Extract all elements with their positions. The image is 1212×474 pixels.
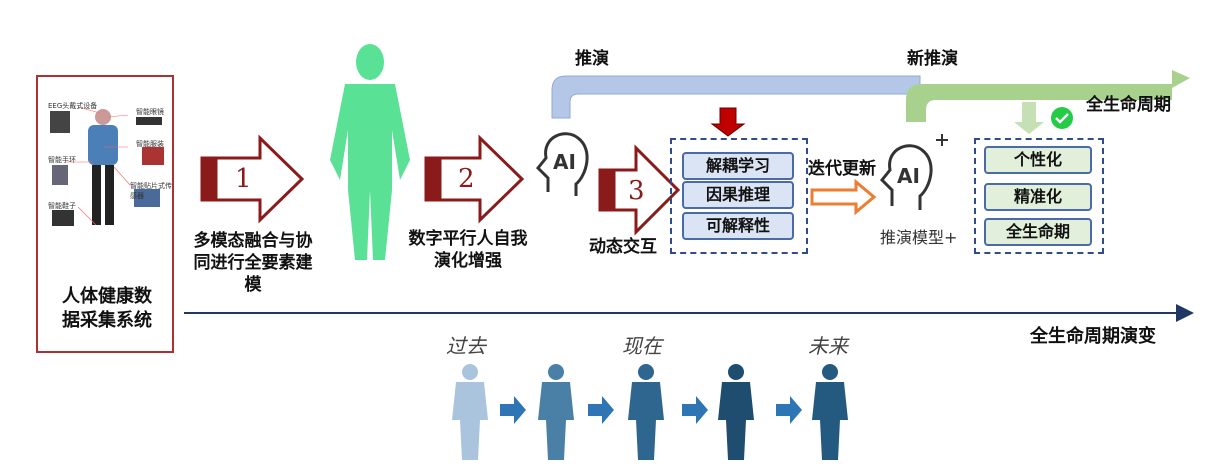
device-label: 智能贴片式传感器 — [130, 182, 172, 200]
timeline-label: 全生命周期演变 — [1030, 326, 1156, 347]
device-label: 智能服装 — [136, 140, 164, 148]
ai-head-icon — [535, 132, 589, 196]
device-label: 智能手环 — [48, 156, 76, 164]
step-number-3: 3 — [628, 176, 645, 206]
ai-plus-text: AI — [897, 164, 920, 188]
outcomes-box — [974, 138, 1104, 254]
step-arrow-3 — [598, 144, 681, 236]
step-arrow-2 — [424, 134, 525, 224]
person-with-devices-illustration — [50, 106, 164, 226]
panel-title: 人体健康数据采集系统 — [62, 286, 152, 331]
methods-box — [670, 138, 808, 254]
iterative-update-arrow — [810, 178, 877, 216]
new-deduction-label: 新推演 — [907, 49, 958, 69]
step-2-caption: 数字平行人自我演化增强 — [408, 229, 528, 271]
iterative-update-label: 迭代更新 — [808, 159, 876, 179]
step-number-2: 2 — [458, 164, 475, 194]
outcome-item: 全生命期 — [984, 218, 1092, 246]
device-label: 智能眼镜 — [136, 108, 164, 116]
down-arrow-green — [1014, 102, 1044, 134]
method-item: 解耦学习 — [682, 152, 794, 180]
evolution-figures — [452, 364, 848, 460]
device-label: 智能鞋子 — [48, 202, 76, 210]
step-arrow-1 — [200, 134, 305, 224]
timeline-arrow — [184, 304, 1194, 322]
method-item: 因果推理 — [682, 181, 794, 209]
down-arrow-red — [710, 107, 746, 137]
deduction-label: 推演 — [575, 49, 609, 69]
check-icon — [1051, 107, 1073, 129]
step-number-1: 1 — [235, 164, 252, 194]
step-3-caption: 动态交互 — [589, 237, 657, 257]
ai-text: AI — [553, 150, 576, 174]
model-label: 推演模型+ — [880, 228, 958, 247]
outcome-item: 个性化 — [984, 146, 1092, 174]
new-deduction-arrow — [906, 70, 1190, 122]
outcome-item: 精准化 — [984, 183, 1092, 211]
era-future: 未来 — [808, 334, 848, 358]
data-collection-panel: EEG头戴式设备 智能眼镜 智能手环 智能服装 智能贴片式传感器 智能鞋子 人体… — [36, 75, 174, 353]
method-item: 可解释性 — [682, 212, 794, 240]
digital-human-mesh — [330, 44, 410, 260]
era-present: 现在 — [622, 334, 662, 358]
device-label: EEG头戴式设备 — [48, 102, 98, 110]
lifecycle-label: 全生命周期 — [1086, 95, 1171, 115]
step-1-caption: 多模态融合与协同进行全要素建模 — [193, 231, 313, 295]
ai-head-plus-icon — [879, 134, 948, 210]
era-past: 过去 — [446, 334, 486, 358]
